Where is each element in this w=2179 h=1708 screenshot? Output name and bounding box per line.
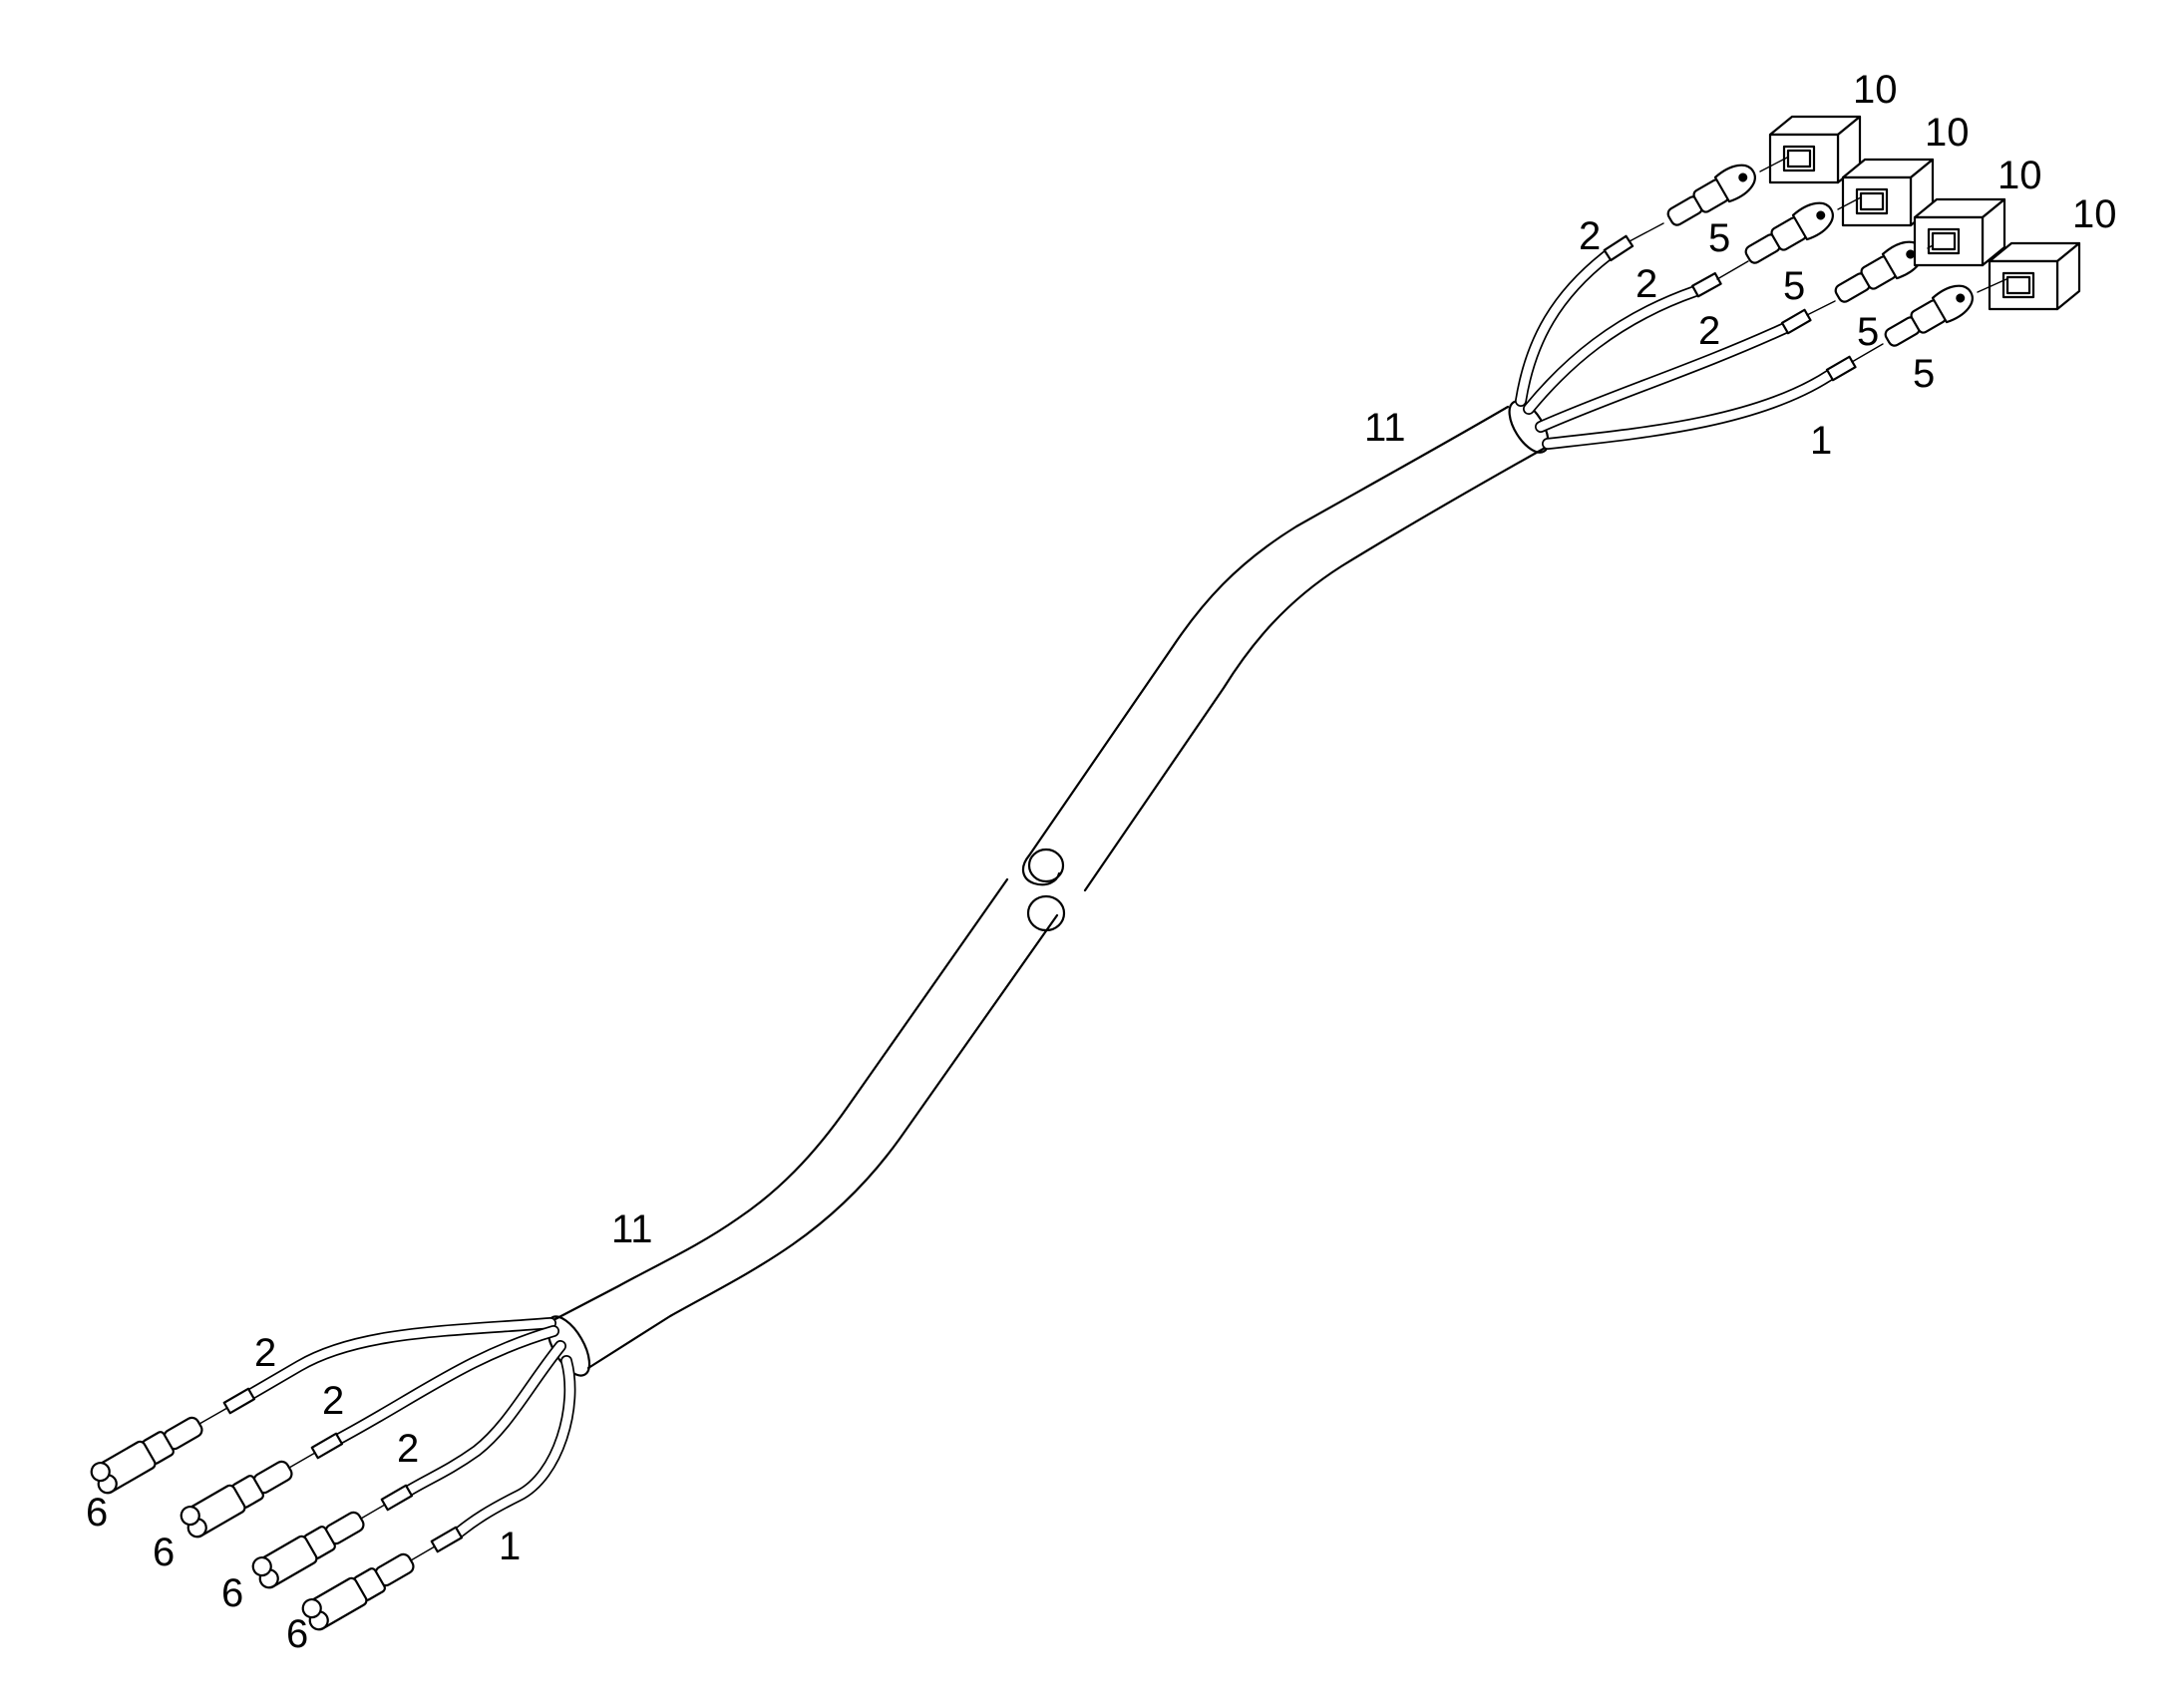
cable-jacket-upper [1021,400,1551,892]
callout-wire-right-4: 1 [1810,419,1832,463]
right-wires [1515,249,1836,450]
callout-ring-3: 5 [1857,310,1879,354]
connector-housing [1768,115,1862,184]
connector-housings [1759,115,2081,311]
female-receptacle [90,1416,203,1495]
left-wire-tips [198,1387,464,1561]
callout-wire-right-3: 2 [1698,309,1720,353]
left-wires [245,1317,576,1538]
callout-wire-left-4: 1 [499,1525,521,1568]
callout-cable-upper: 11 [1364,406,1406,450]
connector-housing [1988,241,2081,311]
female-receptacle [251,1511,365,1589]
callout-housing-2: 10 [1925,111,1970,155]
callout-wire-right-2: 2 [1635,262,1657,306]
female-receptacle [301,1552,415,1631]
ring-terminal [1884,284,1974,347]
callout-housing-4: 10 [2072,192,2117,236]
callout-labels: 11 11 2 2 2 1 5 5 5 5 10 10 10 10 2 2 2 … [86,68,2117,1656]
ring-terminals [1666,164,1974,347]
ring-terminal [1666,164,1756,226]
callout-receptacle-1: 6 [86,1491,108,1535]
ring-terminal [1744,201,1834,264]
callout-wire-left-1: 2 [254,1331,276,1375]
callout-cable-lower: 11 [611,1207,653,1251]
callout-ring-4: 5 [1913,352,1935,396]
female-receptacle [180,1460,293,1538]
callout-ring-1: 5 [1708,216,1730,260]
right-wire-tips [1603,222,1884,382]
callout-wire-right-1: 2 [1579,214,1601,258]
callout-ring-2: 5 [1783,264,1805,308]
callout-housing-1: 10 [1853,68,1898,112]
callout-wire-left-2: 2 [322,1379,344,1423]
connector-housing [1913,197,2006,267]
callout-receptacle-2: 6 [153,1531,175,1574]
callout-housing-3: 10 [1997,154,2042,197]
ring-terminal [1834,240,1924,303]
female-receptacles [90,1416,415,1631]
cable-jacket-lower [545,877,1066,1377]
callout-receptacle-3: 6 [221,1571,243,1615]
callout-receptacle-4: 6 [286,1612,308,1656]
callout-wire-left-3: 2 [397,1427,419,1471]
